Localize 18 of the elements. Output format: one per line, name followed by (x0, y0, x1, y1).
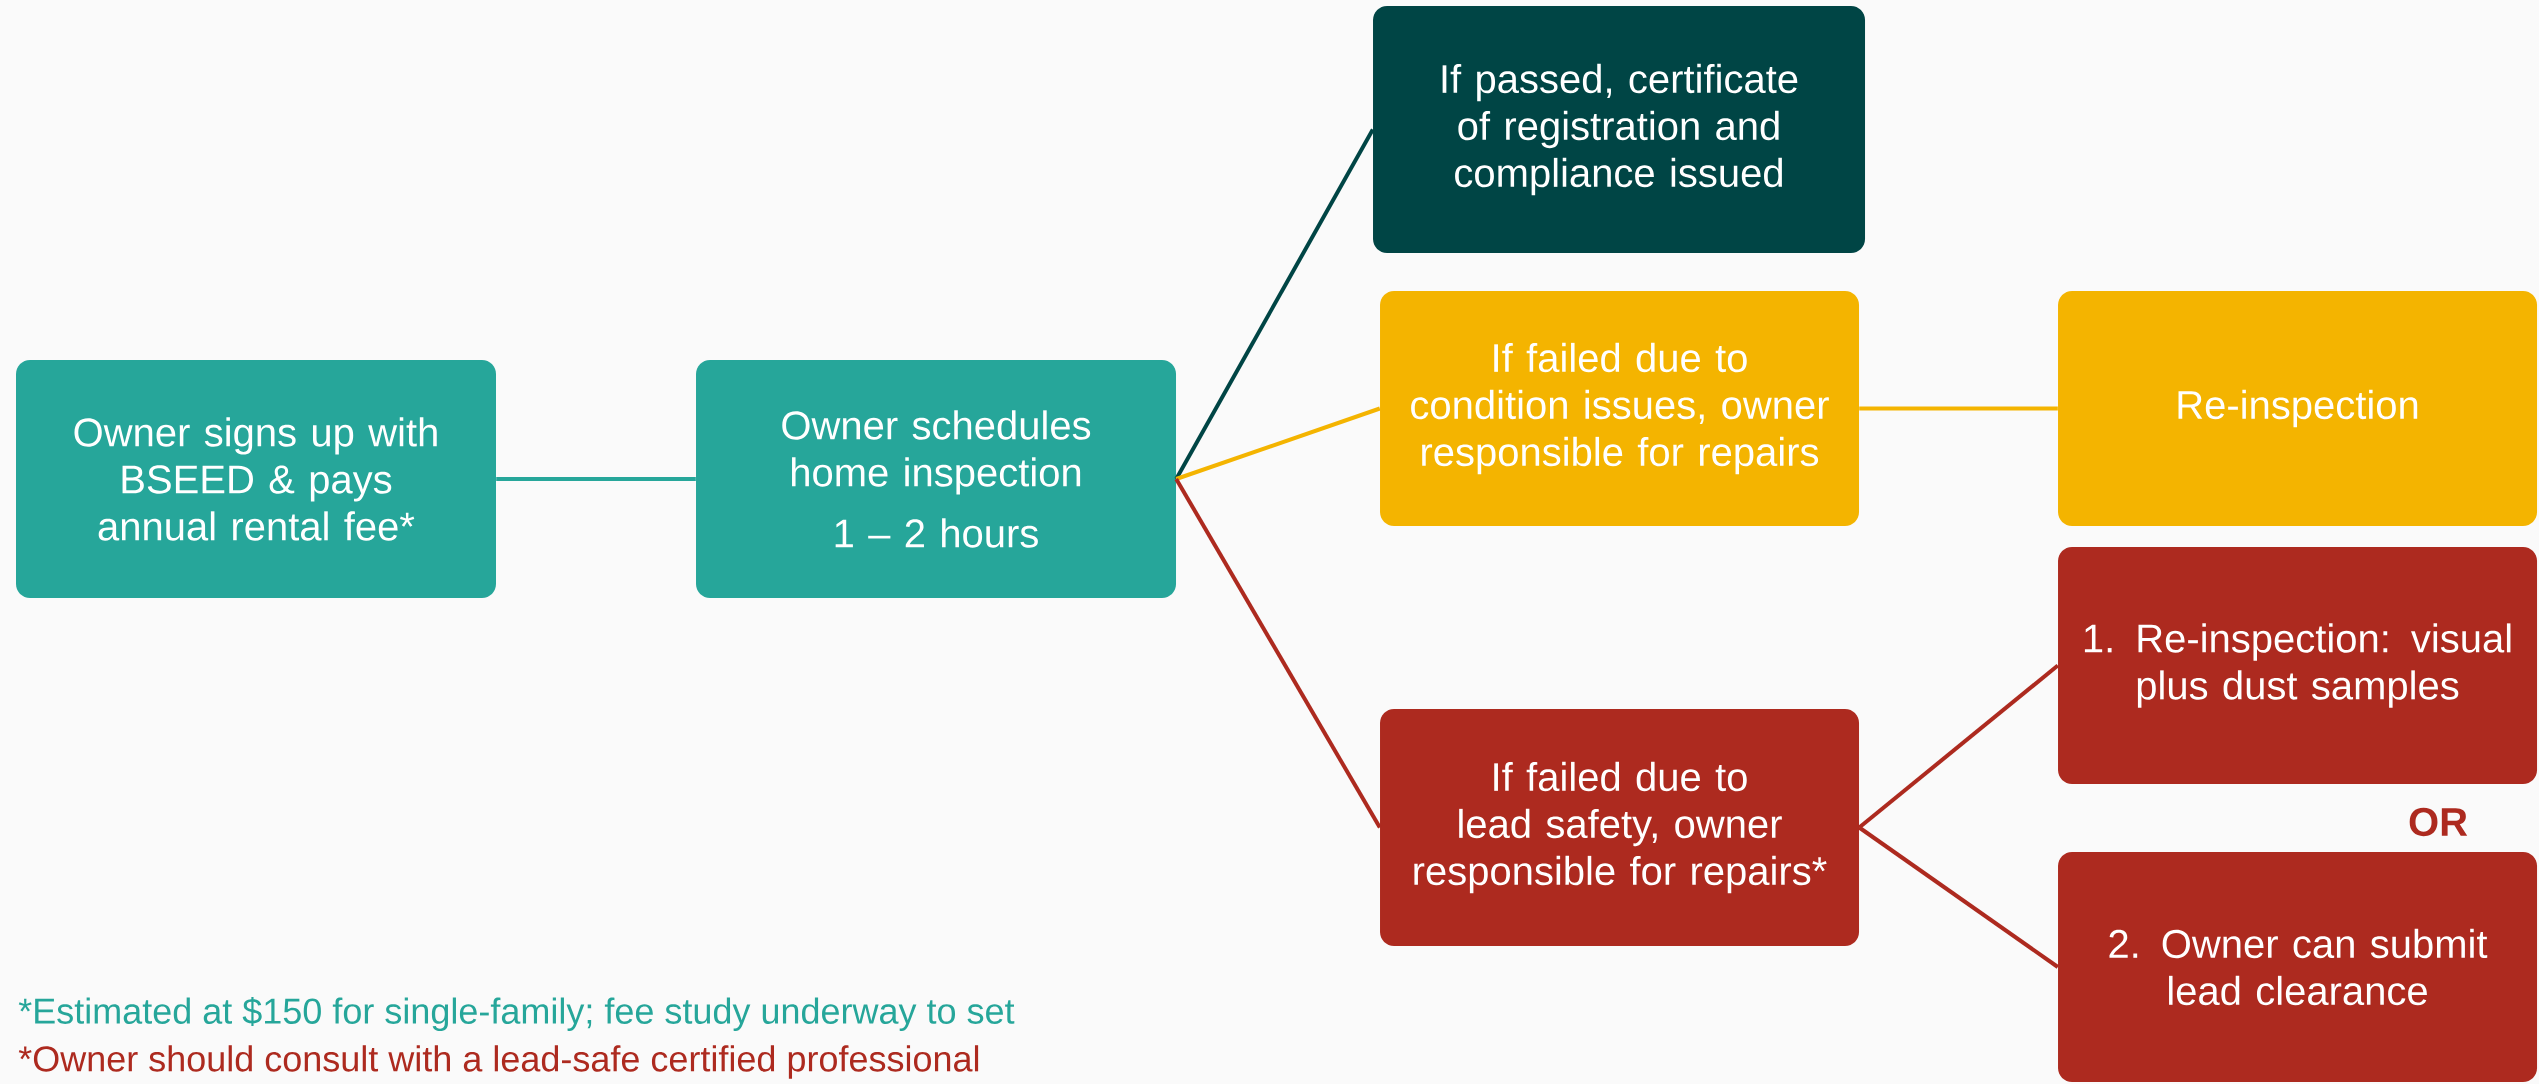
process-box: Owner signs up with BSEED & pays annual rental fee* (16, 360, 496, 598)
footnote: *Owner should consult with a lead-safe certified professional (18, 1045, 979, 1079)
connector-line (1858, 825, 2059, 969)
process-box: Re-inspection (2058, 291, 2538, 526)
process-box: If passed, certificate of registration and compliance issued (1373, 6, 1865, 253)
process-box: Owner schedules home inspection 1 – 2 hours (696, 360, 1176, 598)
process-box: If failed due to condition issues, owner responsible for repairs (1380, 291, 1860, 526)
connector-line (1174, 478, 1382, 829)
process-box: If failed due to lead safety, owner responsible for repairs* (1380, 709, 1860, 946)
process-box: 2. Owner can submit lead clearance (2058, 852, 2538, 1082)
connector-line (1175, 406, 1381, 481)
connector-line (1174, 128, 1375, 480)
connector-line (1857, 663, 2060, 830)
connector-line (496, 477, 696, 481)
footnote: *Estimated at $150 for single-family; fee study underway to set (18, 996, 1015, 1032)
connector-line (1859, 406, 2058, 411)
or-divider-text: OR (2409, 807, 2468, 837)
process-box: 1. Re-inspection: visual plus dust samples (2058, 547, 2538, 784)
